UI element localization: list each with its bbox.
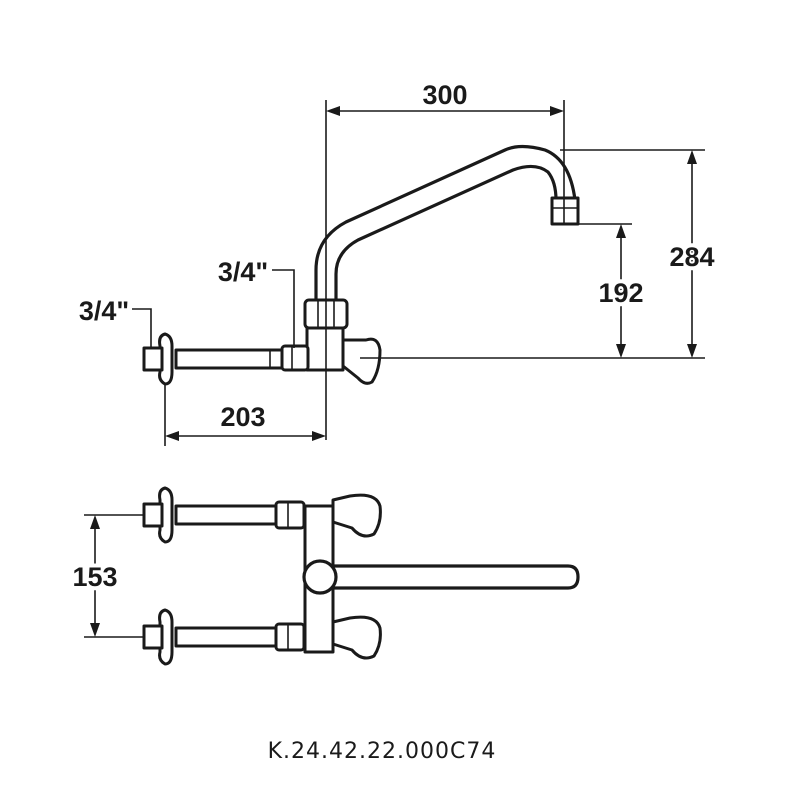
thread-label-valve: 3/4" — [218, 257, 295, 348]
dimension-total-height: 284 — [665, 150, 719, 358]
spout-tube — [314, 144, 580, 302]
supply-pipe — [174, 348, 284, 370]
thread-label-inlet: 3/4" — [79, 296, 152, 348]
dimension-label-284: 284 — [669, 242, 714, 272]
inlet-stub — [142, 346, 164, 372]
dimension-label-203: 203 — [220, 402, 265, 432]
spout-top-view — [314, 564, 580, 590]
dimension-label-192: 192 — [598, 278, 643, 308]
side-view: 300 192 284 203 — [79, 80, 719, 446]
spout-swivel — [302, 559, 338, 595]
lower-handle — [331, 615, 382, 660]
dimension-spout-reach: 300 — [325, 80, 565, 440]
spout-outlet — [550, 196, 580, 226]
dimension-label-153: 153 — [72, 562, 117, 592]
product-code: K.24.42.22.000C74 — [268, 739, 497, 764]
valve-handle — [341, 337, 382, 385]
thread-label-valve-text: 3/4" — [218, 257, 268, 287]
dimension-outlet-height: 192 — [594, 224, 648, 358]
dimension-label-300: 300 — [422, 80, 467, 110]
upper-handle — [331, 493, 382, 538]
top-view: 153 — [68, 486, 580, 666]
connection-nut — [280, 344, 310, 372]
thread-label-inlet-text: 3/4" — [79, 296, 129, 326]
lower-supply-assembly — [142, 608, 382, 666]
dimension-center-distance: 153 — [68, 514, 144, 638]
valve-body — [305, 326, 345, 372]
upper-supply-assembly — [142, 486, 382, 544]
dimension-wall-distance: 203 — [164, 384, 326, 446]
